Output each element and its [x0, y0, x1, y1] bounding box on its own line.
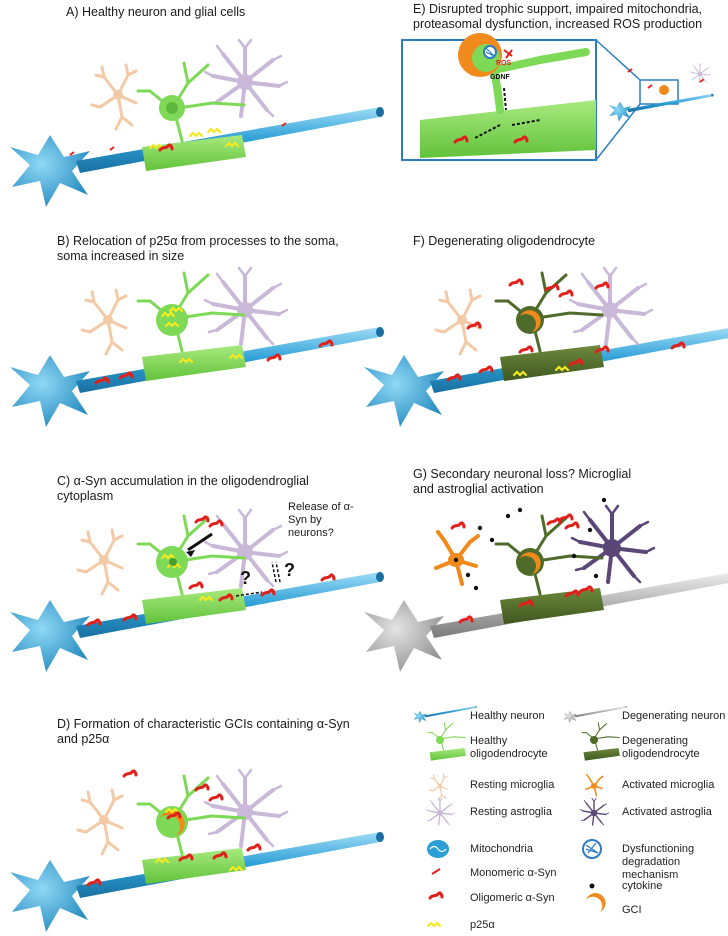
panel-e-illustration — [401, 33, 714, 161]
legend-resting-microglia: Resting microglia — [470, 779, 555, 791]
legend-degenerating-neuron: Degenerating neuron — [622, 710, 726, 722]
panel-e-gdnf-label: GDNF — [490, 74, 510, 81]
legend-p25a: p25α — [470, 919, 495, 931]
panel-c-question-2: ? — [284, 560, 295, 580]
legend-activated-astroglia: Activated astroglia — [622, 806, 712, 818]
panel-g-illustration — [364, 497, 728, 672]
panel-g-title: G) Secondary neuronal loss? Microglial a… — [413, 467, 632, 496]
panel-a-title: A) Healthy neuron and glial cells — [66, 5, 246, 19]
legend-cytokine: cytokine — [622, 880, 663, 892]
legend-dysfunctioning-degradation: Dysfunctioning degradation mechanism — [622, 843, 695, 881]
legend-healthy-oligodendrocyte: Healthy oligodendrocyte — [470, 735, 548, 760]
legend-degenerating-oligodendrocyte: Degenerating oligodendrocyte — [622, 735, 700, 760]
legend-mitochondria: Mitochondria — [470, 843, 533, 855]
legend-oligomeric-syn: Oligomeric α-Syn — [470, 892, 555, 904]
panel-c-title: C) α-Syn accumulation in the oligodendro… — [57, 474, 309, 503]
panel-b-title: B) Relocation of p25α from processes to … — [57, 234, 339, 263]
legend-gci: GCI — [622, 904, 642, 916]
panel-e-title: E) Disrupted trophic support, impaired m… — [413, 2, 703, 31]
legend-activated-microglia: Activated microglia — [622, 779, 715, 791]
panel-a-illustration — [10, 38, 384, 207]
panel-c-illustration — [10, 508, 384, 672]
legend-resting-astroglia: Resting astroglia — [470, 806, 552, 818]
panel-d-illustration — [10, 768, 384, 932]
legend-graphics — [413, 706, 627, 928]
panel-f-title: F) Degenerating oligodendrocyte — [413, 234, 596, 248]
panel-e-ros-label: ROS — [496, 60, 512, 67]
panel-f-illustration — [364, 266, 728, 427]
legend-monomeric-syn: Monomeric α-Syn — [470, 867, 557, 879]
panel-c-question-1: ? — [240, 568, 251, 588]
panel-d-title: D) Formation of characteristic GCIs cont… — [57, 717, 350, 746]
panel-b-illustration — [10, 266, 384, 427]
panel-c-release-label: Release of α-Syn by neurons? — [288, 501, 354, 539]
legend-healthy-neuron: Healthy neuron — [470, 710, 545, 722]
